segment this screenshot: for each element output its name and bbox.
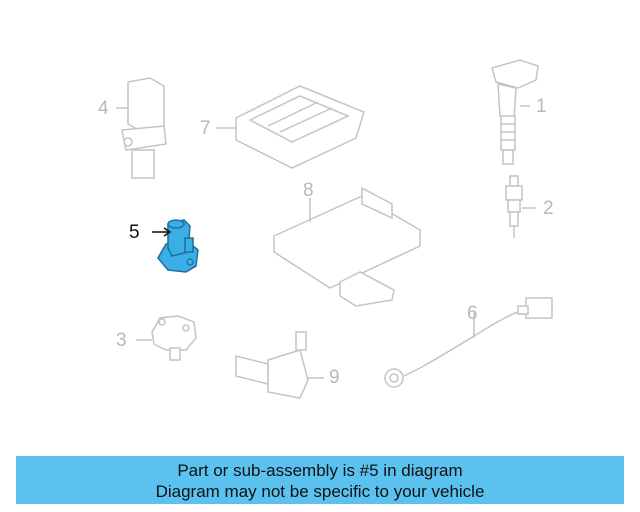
callout-3: 3 [116, 330, 127, 351]
callout-6: 6 [467, 303, 478, 324]
part-1-ignition-coil[interactable] [491, 59, 539, 165]
part-8-bracket[interactable] [272, 186, 422, 307]
callout-4: 4 [98, 98, 109, 119]
banner-line-part-number: Part or sub-assembly is #5 in diagram [177, 461, 463, 480]
parts-diagram [116, 59, 553, 399]
part-3-sensor[interactable] [136, 315, 197, 361]
part-5-sensor[interactable] [152, 219, 199, 273]
callout-7: 7 [200, 118, 211, 139]
callout-2: 2 [543, 198, 554, 219]
info-banner: Part or sub-assembly is #5 in diagram Di… [16, 456, 624, 504]
part-2-spark-plug[interactable] [505, 175, 536, 238]
callout-5: 5 [129, 222, 140, 243]
callout-9: 9 [329, 367, 340, 388]
part-9-heat-shield[interactable] [235, 331, 324, 399]
callout-1: 1 [536, 96, 547, 117]
part-7-ecu[interactable] [216, 85, 365, 169]
banner-line-disclaimer: Diagram may not be specific to your vehi… [155, 482, 485, 501]
callout-8: 8 [303, 180, 314, 201]
part-4-camshaft-sensor[interactable] [116, 77, 167, 179]
part-6-knock-sensor[interactable] [384, 297, 553, 388]
